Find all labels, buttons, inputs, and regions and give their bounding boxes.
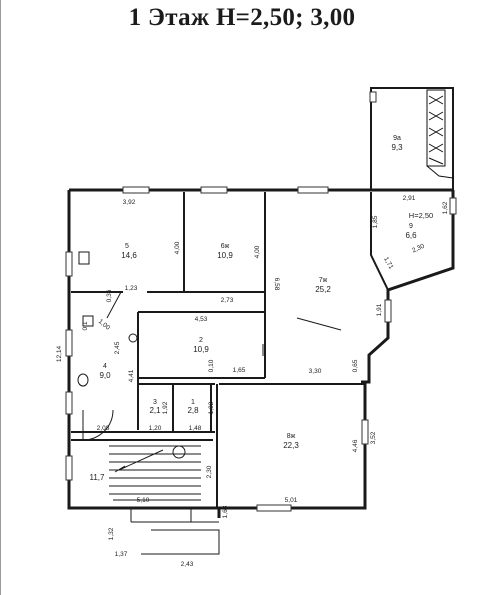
room-4-number: 4 [103,363,107,370]
wall-2-south [138,372,266,379]
room-7-area: 25,2 [315,285,331,294]
dimension-label: 1,65 [233,367,246,374]
room-9-number: 9 [409,223,413,230]
window [122,186,150,194]
dimension-label: 1,92 [162,401,169,414]
dimension-label: 1,92 [208,401,215,414]
window [256,504,292,512]
dimension-label: 6,58 [273,278,280,291]
exterior-wall-east-upper [361,190,455,384]
page-title: 1 Этаж H=2,50; 3,00 [128,4,356,31]
dimension-label: 0,1 [82,321,89,330]
stair-riser-circle [172,445,186,459]
room-5-number: 5 [125,243,129,250]
window [65,329,73,357]
stove-icon [78,251,90,265]
room-9-height: H=2,50 [409,211,433,220]
dimension-label: 1,37 [115,551,128,558]
balcony-outline [370,87,454,190]
dimension-label: 1,91 [376,303,383,316]
dimension-label: 2,45 [114,341,121,354]
room-8-number: 8ж [287,433,296,440]
window [200,186,228,194]
dimension-label: 4,53 [195,316,208,323]
dimension-label: 3,30 [309,368,322,375]
dimension-labels: 3,92 4,00 4,00 6,58 2,91 1,85 1,62 2,30 … [56,195,449,568]
dimension-label: 0,36 [106,289,113,302]
dimension-label: 1,20 [149,425,162,432]
room-4-area: 9,0 [99,371,111,380]
dimension-label: 1,48 [189,425,202,432]
window [297,186,329,194]
window [449,197,457,215]
room-7-number: 7ж [319,277,328,284]
window [65,251,73,277]
stair-area: 11,7 [90,473,106,482]
window [361,419,369,445]
room-1-number: 1 [191,399,195,406]
dimension-label: 2,30 [206,465,213,478]
dimension-label: 2,08 [97,425,110,432]
door-swing [296,317,342,331]
room-9a-number: 9а [393,135,401,142]
dimension-label: 3,52 [370,431,377,444]
dimension-label: 12,14 [56,345,63,362]
dimension-label: 2,91 [403,195,416,202]
room-5-area: 14,6 [121,251,137,260]
door-swing [106,291,122,319]
dimension-label: 0,65 [352,359,359,372]
dimension-label: 1,32 [108,527,115,540]
window [384,299,392,323]
dimension-label: 2,73 [221,297,234,304]
dimension-label: 1,62 [442,201,449,214]
dimension-label: 1,63 [222,505,229,518]
room-3-area: 2,1 [149,406,161,415]
porch [130,508,220,555]
dimension-label: 4,41 [128,369,135,382]
room-6-number: 6ж [221,243,230,250]
balcony-stair-lines [426,165,454,179]
window [65,391,73,415]
room-9a-area: 9,3 [391,143,403,152]
wall-9-west [370,192,389,291]
basin-icon [128,333,138,343]
toilet-icon [77,373,89,387]
balcony-glazing-marks [428,95,444,165]
dimension-label: 4,46 [352,439,359,452]
room-3-number: 3 [153,399,157,406]
dimension-label: 2,30 [411,243,426,255]
dimension-label: 1,85 [372,215,379,228]
dimension-label: 1,23 [125,285,138,292]
window [65,455,73,481]
room-2-number: 2 [199,337,203,344]
room-9-area: 6,6 [405,231,417,240]
room-8-area: 22,3 [283,441,299,450]
room-2-area: 10,9 [193,345,209,354]
exterior-wall-west [67,190,221,518]
sink-icon [82,315,94,327]
dimension-label: 4,00 [254,245,261,258]
dimension-label: 3,92 [123,199,136,206]
dimension-label: 1,71 [382,256,395,271]
stair-arrow [113,449,201,501]
window [369,91,377,103]
dimension-label: 0,10 [208,359,215,372]
door-swing [82,409,114,441]
room-1-area: 2,8 [187,406,199,415]
dimension-label: 5,01 [285,497,298,504]
dimension-label: 4,00 [174,241,181,254]
dimension-label: 5,10 [137,497,150,504]
dimension-label: 2,43 [181,561,194,568]
dimension-label: 1,00 [97,318,111,332]
room-6-area: 10,9 [217,251,233,260]
balcony-glazing [426,89,446,167]
